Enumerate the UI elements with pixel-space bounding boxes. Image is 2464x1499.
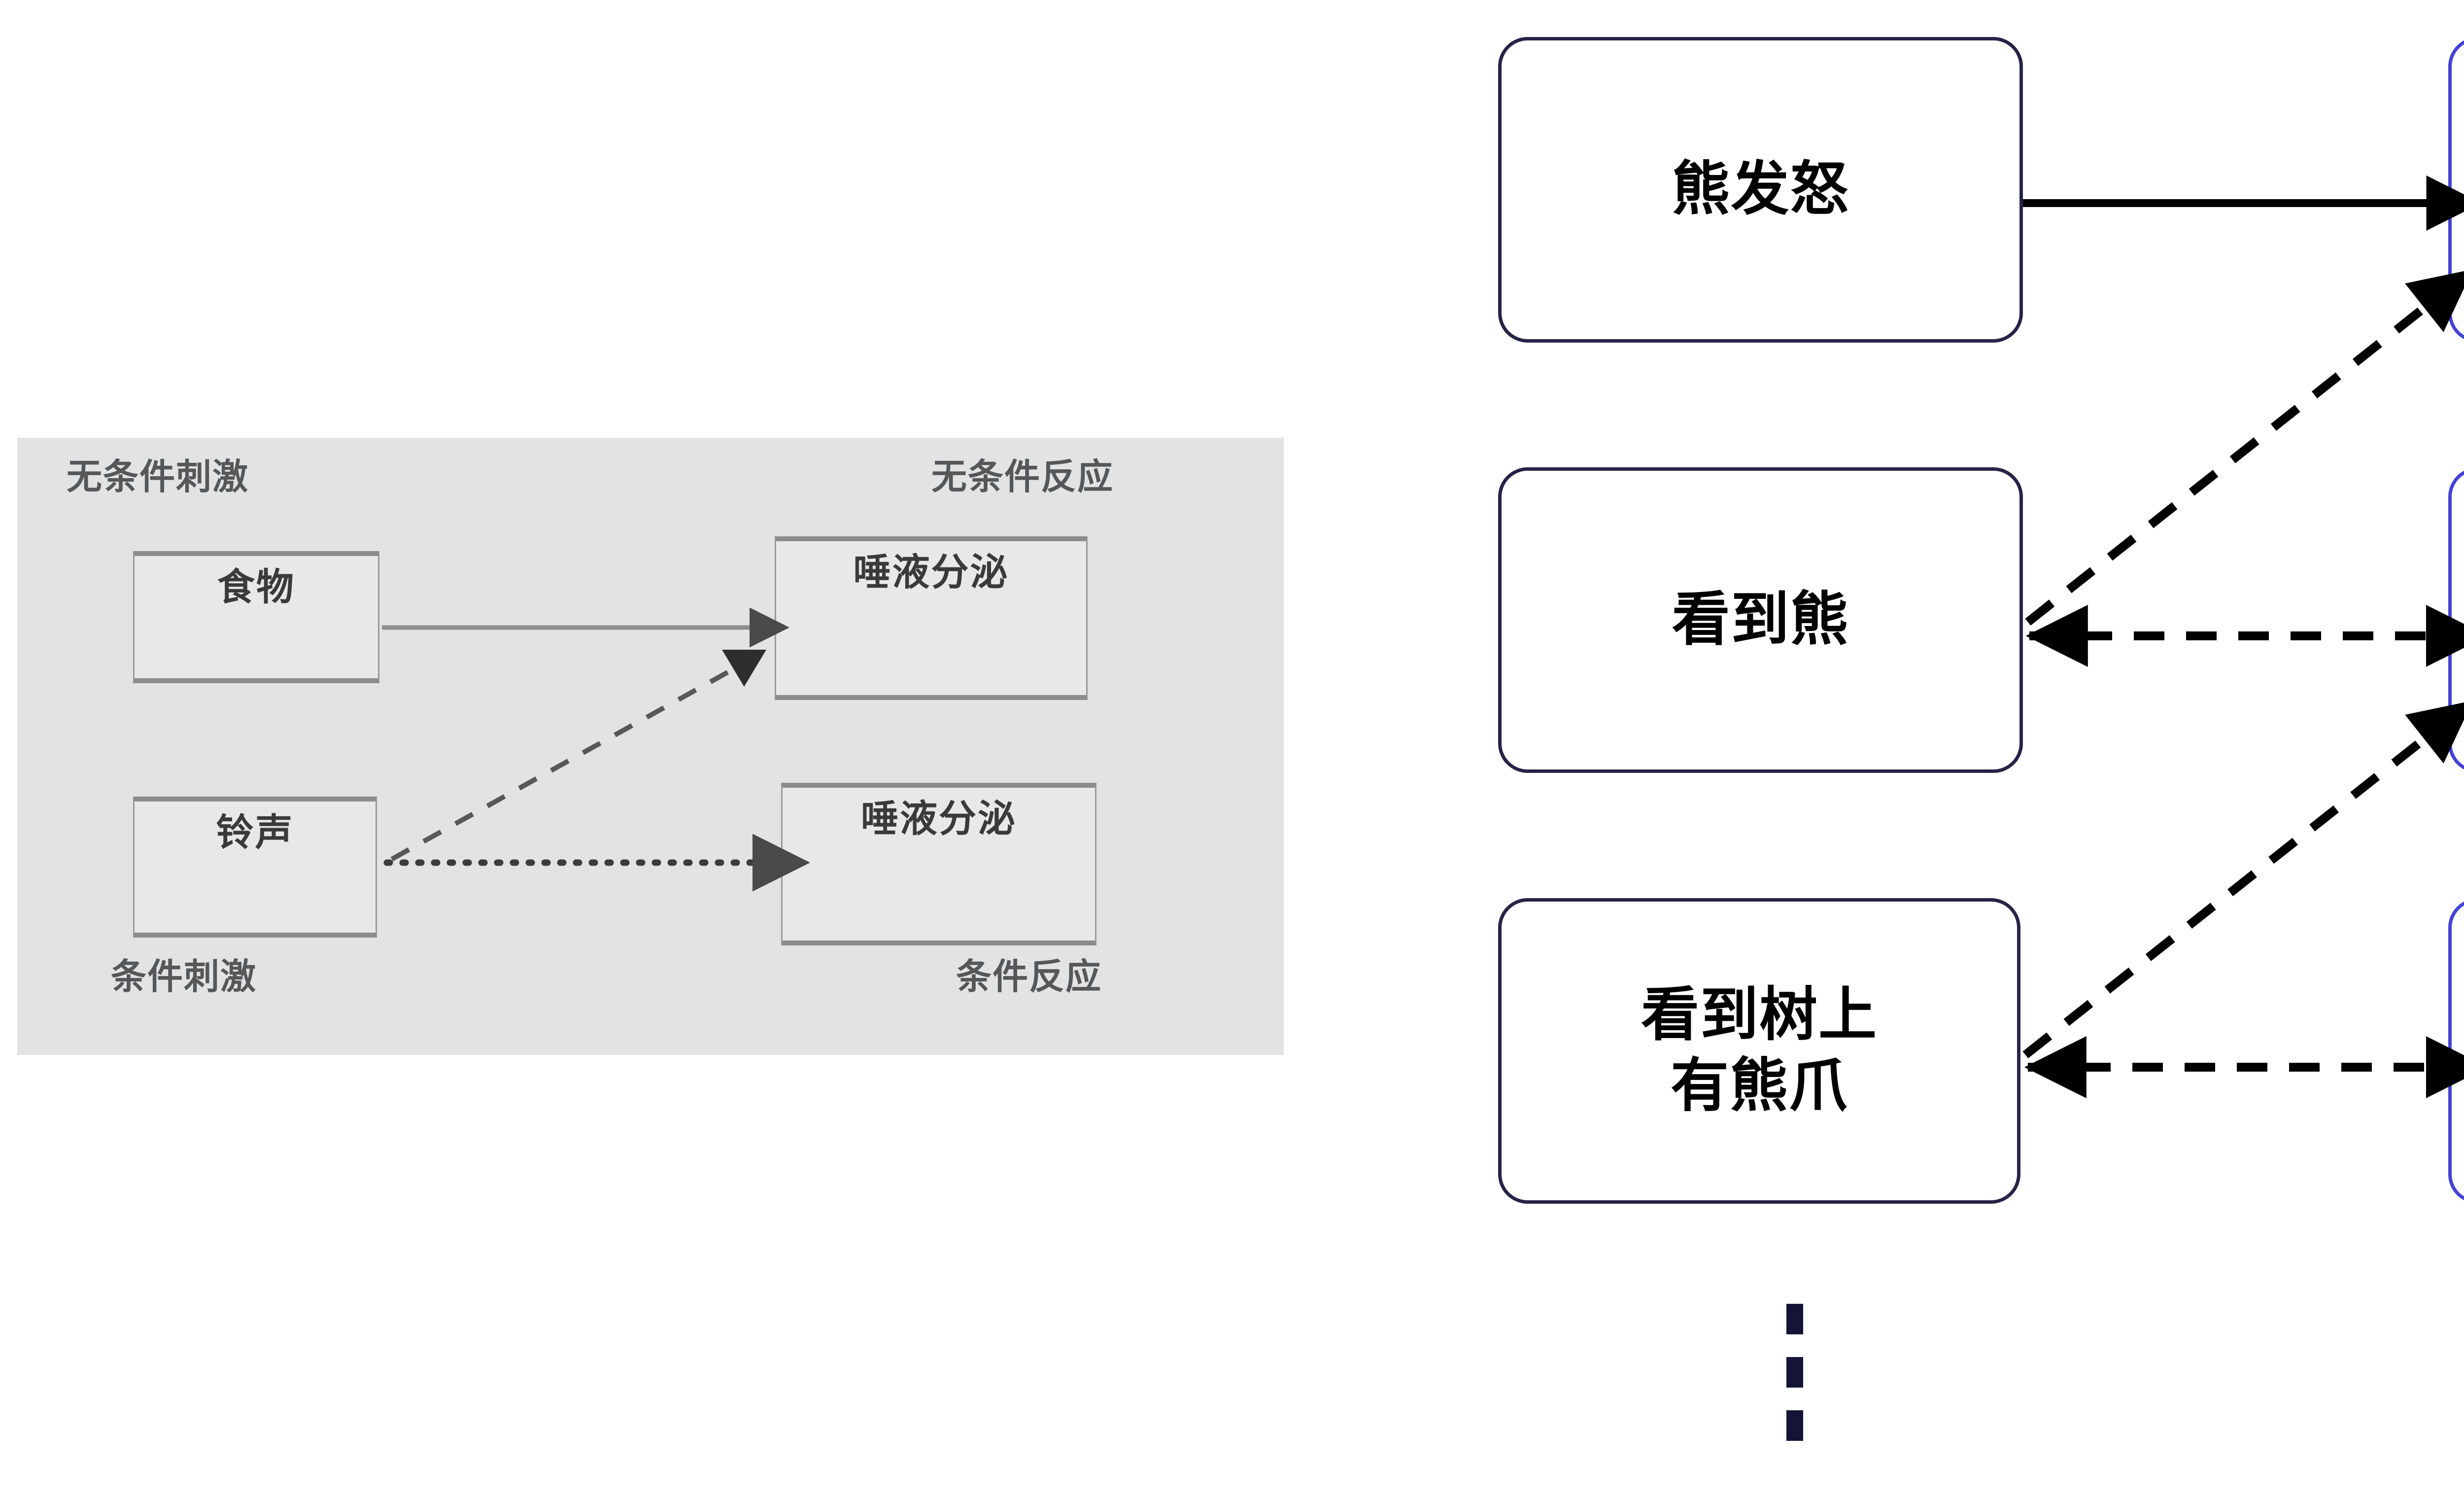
- rl-box-see-claw-label: 看到树上 有熊爪: [1641, 982, 1878, 1118]
- rl-edge-see-bear-to-reward: [2025, 269, 2464, 626]
- ellipsis-dot: [1786, 1410, 1803, 1441]
- ellipsis-dot: [1786, 1357, 1803, 1388]
- pavlov-box-food-label: 食物: [217, 566, 295, 608]
- pavlov-label-conditioned-stimulus: 条件刺激: [111, 957, 257, 997]
- rl-box-see-bear: 看到熊: [1498, 467, 2023, 773]
- ellipsis-dot: [1786, 1304, 1803, 1334]
- rl-box-reward: 奖励: [2448, 37, 2464, 343]
- pavlov-box-salivation-unconditioned-label: 唾液分泌: [853, 552, 1009, 593]
- rl-box-see-bear-label: 看到熊: [1672, 587, 1849, 653]
- pavlov-label-unconditioned-response: 无条件反应: [931, 457, 1114, 497]
- pavlov-arrowhead-bell-to-unconditioned: [722, 650, 766, 687]
- rl-box-bear-angry: 熊发怒: [1498, 37, 2023, 343]
- pavlov-box-salivation-conditioned: 唾液分泌: [781, 783, 1096, 945]
- pavlov-conditioning-panel: 无条件刺激 无条件反应 条件刺激 条件反应 食物 铃声 唾液分泌 唾液分泌: [17, 438, 1284, 1055]
- rl-edge-see-claw-to-v-s-prime: [2022, 700, 2464, 1059]
- pavlov-box-salivation-conditioned-label: 唾液分泌: [861, 798, 1017, 840]
- ellipsis-left-column: [1786, 1304, 1803, 1441]
- pavlov-arrows: [382, 607, 810, 892]
- pavlov-box-bell: 铃声: [133, 797, 377, 938]
- pavlov-box-salivation-unconditioned: 唾液分泌: [775, 536, 1088, 700]
- rl-box-bear-angry-label: 熊发怒: [1672, 157, 1849, 222]
- pavlov-label-conditioned-response: 条件反应: [956, 957, 1102, 997]
- pavlov-arrow-bell-to-unconditioned: [390, 662, 743, 862]
- rl-box-v-s-prime: V(s′): [2448, 467, 2464, 773]
- pavlov-label-unconditioned-stimulus: 无条件刺激: [67, 457, 249, 497]
- pavlov-box-food: 食物: [133, 551, 379, 683]
- rl-box-v-s: V(s): [2448, 898, 2464, 1204]
- pavlov-box-bell-label: 铃声: [216, 812, 294, 854]
- rl-box-see-claw: 看到树上 有熊爪: [1498, 898, 2020, 1204]
